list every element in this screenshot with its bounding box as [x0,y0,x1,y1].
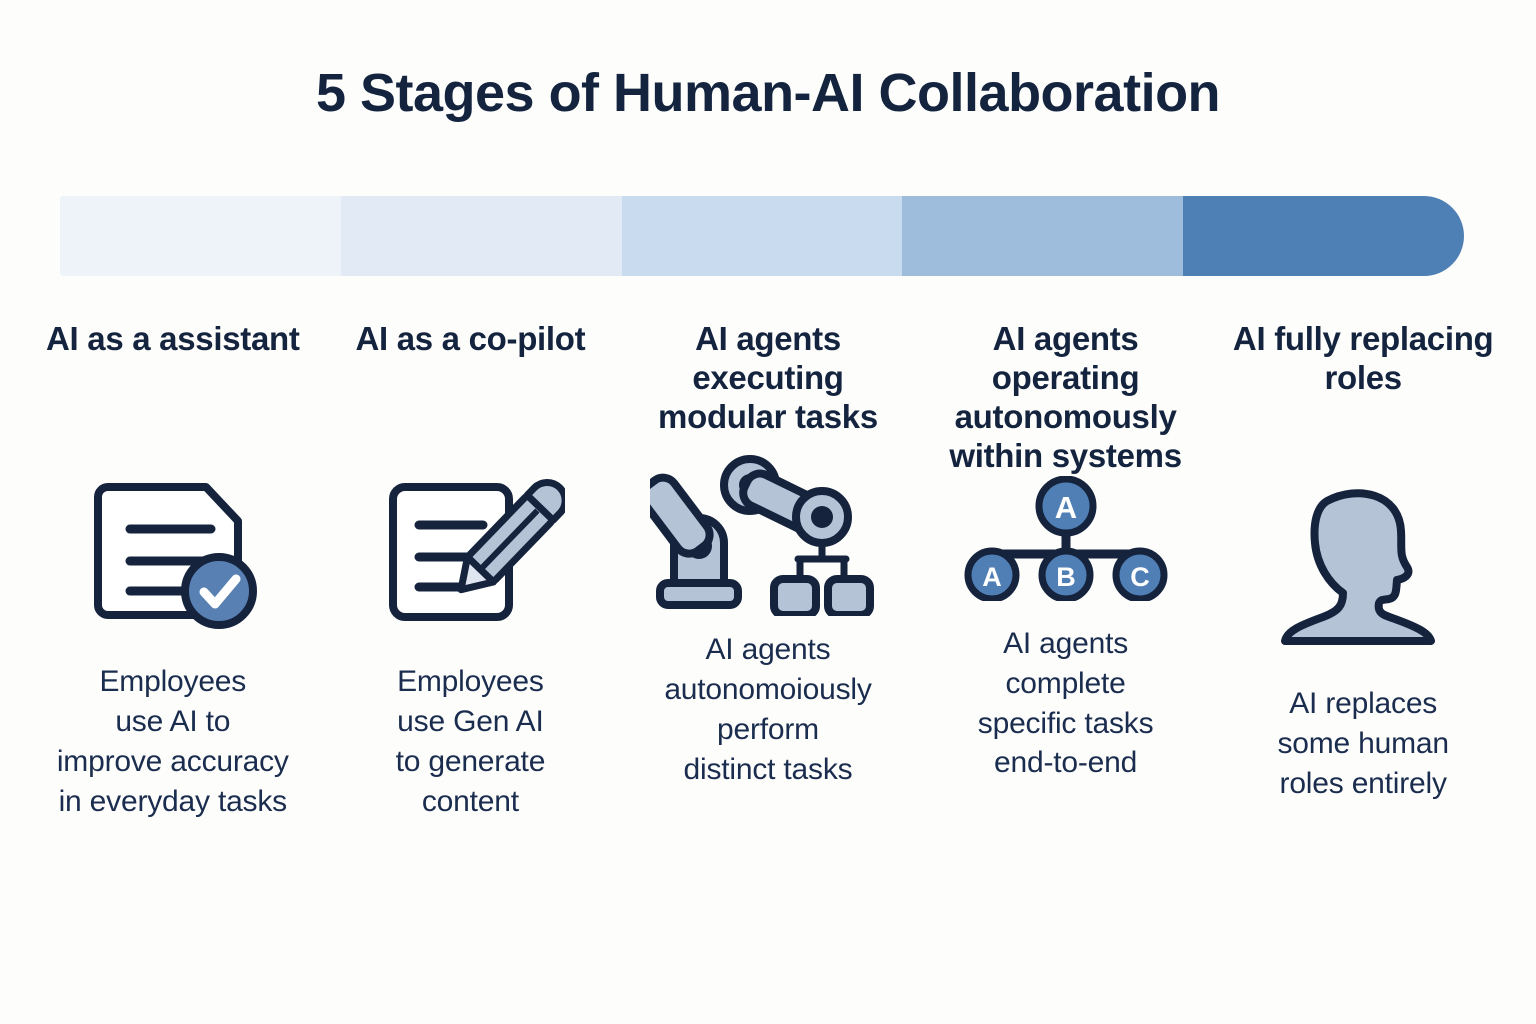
stage-2-icon-wrap [375,470,566,640]
tree-child-1-label: A [982,562,1002,592]
stage-1-description: Employees use AI to improve accuracy in … [56,665,289,818]
stage-2-description: Employees use Gen AI to generate content [395,665,546,818]
stage-5-heading: AI fully replacing roles [1232,320,1494,396]
stage-4-icon-wrap: A A B C [956,454,1176,624]
stage-column-1: AI as a assistant Employees use AI to im… [24,320,322,822]
document-check-icon [93,482,257,629]
bar-segment-2 [340,196,622,276]
stage-columns: AI as a assistant Employees use AI to im… [24,320,1512,822]
stage-column-3: AI agents executing modular tasks [619,320,917,790]
stage-gradient-bar [60,196,1464,276]
stage-column-4: AI agents operating autonomously within … [917,320,1215,783]
person-silhouette-icon [1280,489,1435,645]
stage-3-icon-wrap [649,448,886,618]
stage-5-description: AI replaces some human roles entirely [1277,687,1449,800]
tree-child-2-label: B [1056,562,1076,592]
stage-column-2: AI as a co-pilot Employees use Gen AI to… [322,320,620,822]
org-tree-icon: A A B C [964,476,1168,602]
stage-5-icon-wrap [1271,482,1456,652]
bar-segment-4 [902,196,1184,276]
tree-root-label: A [1054,490,1076,525]
robot-arm-icon [649,454,874,616]
bar-segment-1 [60,196,341,276]
tree-child-3-label: C [1130,562,1150,592]
stage-3-heading: AI agents executing modular tasks [658,320,878,435]
bar-segment-3 [621,196,903,276]
document-pencil-icon [389,478,566,621]
stage-4-heading: AI agents operating autonomously within … [949,320,1182,474]
stage-1-icon-wrap [78,470,268,640]
stage-column-5: AI fully replacing roles AI replaces som… [1214,320,1512,804]
stage-2-heading: AI as a co-pilot [355,320,586,357]
bar-segment-5 [1183,196,1464,276]
page-title: 5 Stages of Human-AI Collaboration [315,63,1221,123]
stage-1-heading: AI as a assistant [46,320,300,357]
stage-3-description: AI agents autonomoiously perform distinc… [664,633,872,786]
stage-4-description: AI agents complete specific tasks end-to… [977,626,1154,780]
